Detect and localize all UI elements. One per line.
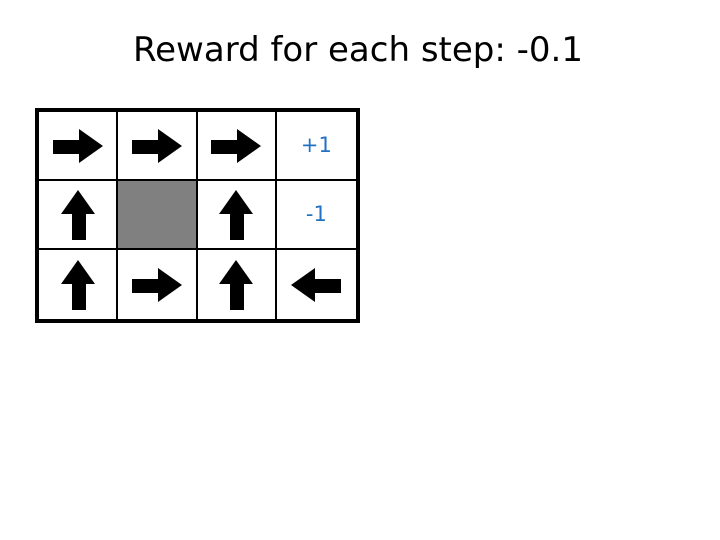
arrow-head xyxy=(78,128,103,163)
arrow-right-icon xyxy=(131,267,182,302)
arrow-shaft xyxy=(71,211,86,240)
arrow-shaft xyxy=(71,281,86,310)
grid-cell-policy[interactable] xyxy=(39,112,119,181)
arrow-head xyxy=(60,259,95,284)
grid-cell-policy[interactable] xyxy=(118,112,198,181)
arrow-right-icon xyxy=(131,128,182,163)
arrow-head xyxy=(157,267,182,302)
grid-cell-terminal[interactable]: +1 xyxy=(276,112,356,181)
arrow-head xyxy=(291,267,316,302)
arrow-up-icon xyxy=(60,189,95,240)
arrow-shaft xyxy=(52,139,81,154)
arrow-shaft xyxy=(211,139,240,154)
page-title: Reward for each step: -0.1 xyxy=(133,30,583,70)
arrow-shaft xyxy=(131,139,160,154)
arrow-head xyxy=(219,259,254,284)
grid-cell-policy[interactable] xyxy=(118,250,198,319)
grid-cell-policy[interactable] xyxy=(39,250,119,319)
arrow-up-icon xyxy=(60,259,95,310)
terminal-reward-label: -1 xyxy=(305,202,327,226)
arrow-right-icon xyxy=(52,128,103,163)
grid-cell-policy[interactable] xyxy=(197,181,277,250)
arrow-left-icon xyxy=(291,267,342,302)
arrow-head xyxy=(219,189,254,214)
arrow-up-icon xyxy=(219,259,254,310)
grid-cell-policy[interactable] xyxy=(197,112,277,181)
grid-cell-policy[interactable] xyxy=(39,181,119,250)
arrow-shaft xyxy=(230,281,245,310)
grid-cell-policy[interactable] xyxy=(197,250,277,319)
grid-cell-wall[interactable] xyxy=(118,181,198,250)
terminal-reward-label: +1 xyxy=(300,133,332,157)
arrow-up-icon xyxy=(219,189,254,240)
arrow-shaft xyxy=(230,211,245,240)
arrow-head xyxy=(60,189,95,214)
arrow-head xyxy=(157,128,182,163)
arrow-shaft xyxy=(131,278,160,293)
arrow-head xyxy=(237,128,262,163)
grid-cell-policy[interactable] xyxy=(276,250,356,319)
gridworld-policy-grid: +1 -1 xyxy=(35,108,360,323)
arrow-shaft xyxy=(313,278,342,293)
grid-cell-terminal[interactable]: -1 xyxy=(276,181,356,250)
arrow-right-icon xyxy=(211,128,262,163)
